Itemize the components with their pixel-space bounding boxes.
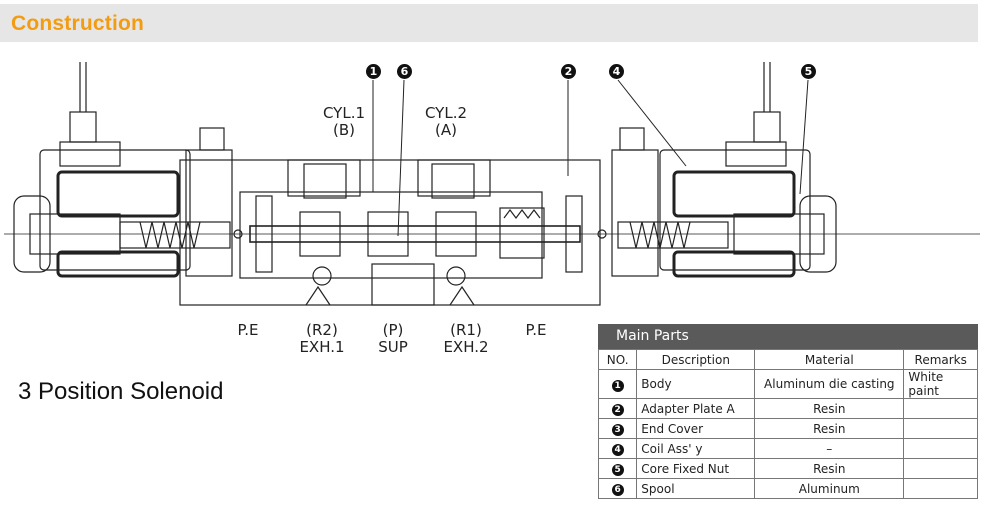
part-material: Aluminum die casting [754, 369, 905, 399]
callout-4: 4 [609, 64, 624, 79]
valve-body [179, 159, 601, 306]
section-header: Construction [0, 4, 978, 42]
part-number-badge: 3 [611, 424, 624, 436]
part-description: Coil Ass' y [636, 438, 756, 459]
part-number-badge: 4 [611, 444, 624, 456]
part-remarks [903, 418, 978, 439]
main-parts-title: Main Parts [598, 324, 978, 349]
part-number-badge: 5 [611, 464, 624, 476]
part-remarks [903, 458, 978, 479]
part-number-badge: 1 [611, 379, 624, 392]
callout-2: 2 [561, 64, 576, 79]
port-label-pe-right: P.E [525, 321, 547, 339]
part-material: – [754, 438, 905, 459]
part-description: Body [636, 369, 756, 399]
column-header-remarks: Remarks [903, 349, 978, 370]
section-title: Construction [11, 12, 145, 35]
part-material: Resin [754, 398, 905, 419]
main-parts-table: NO. Description Material Remarks 1 Body … [597, 349, 978, 499]
table-row: 3 End Cover Resin [597, 418, 978, 439]
diagram-subtitle: 3 Position Solenoid [18, 378, 224, 405]
part-remarks [903, 478, 978, 499]
part-material: Resin [754, 418, 905, 439]
part-description: Adapter Plate A [636, 398, 756, 419]
part-description: Core Fixed Nut [636, 458, 756, 479]
table-row: 1 Body Aluminum die casting White paint [597, 369, 978, 399]
column-header-material: Material [754, 349, 905, 370]
callout-1: 1 [366, 64, 381, 79]
port-label-pe-left: P.E [237, 321, 259, 339]
column-header-no: NO. [597, 349, 638, 370]
callout-5: 5 [801, 64, 816, 79]
main-parts-panel: Main Parts NO. Description Material Rema… [597, 324, 978, 499]
callout-6: 6 [397, 64, 412, 79]
part-number-badge: 6 [611, 484, 624, 496]
left-solenoid [13, 62, 243, 278]
table-row: 4 Coil Ass' y – [597, 438, 978, 459]
part-description: Spool [636, 478, 756, 499]
port-label-p: (P)SUP [378, 321, 408, 356]
port-label-r2: (R2)EXH.1 [299, 321, 345, 356]
part-remarks [903, 438, 978, 459]
port-label-cyl1: CYL.1(B) [322, 104, 366, 139]
table-row: 5 Core Fixed Nut Resin [597, 458, 978, 479]
port-label-cyl2: CYL.2(A) [424, 104, 468, 139]
table-header-row: NO. Description Material Remarks [597, 349, 978, 370]
column-header-description: Description [636, 349, 756, 370]
port-label-r1: (R1)EXH.2 [443, 321, 489, 356]
table-row: 6 Spool Aluminum [597, 478, 978, 499]
table-row: 2 Adapter Plate A Resin [597, 398, 978, 419]
right-solenoid [597, 62, 837, 278]
part-material: Resin [754, 458, 905, 479]
part-number-badge: 2 [611, 404, 624, 416]
part-remarks [903, 398, 978, 419]
part-remarks: White paint [903, 369, 978, 399]
part-material: Aluminum [754, 478, 905, 499]
part-description: End Cover [636, 418, 756, 439]
